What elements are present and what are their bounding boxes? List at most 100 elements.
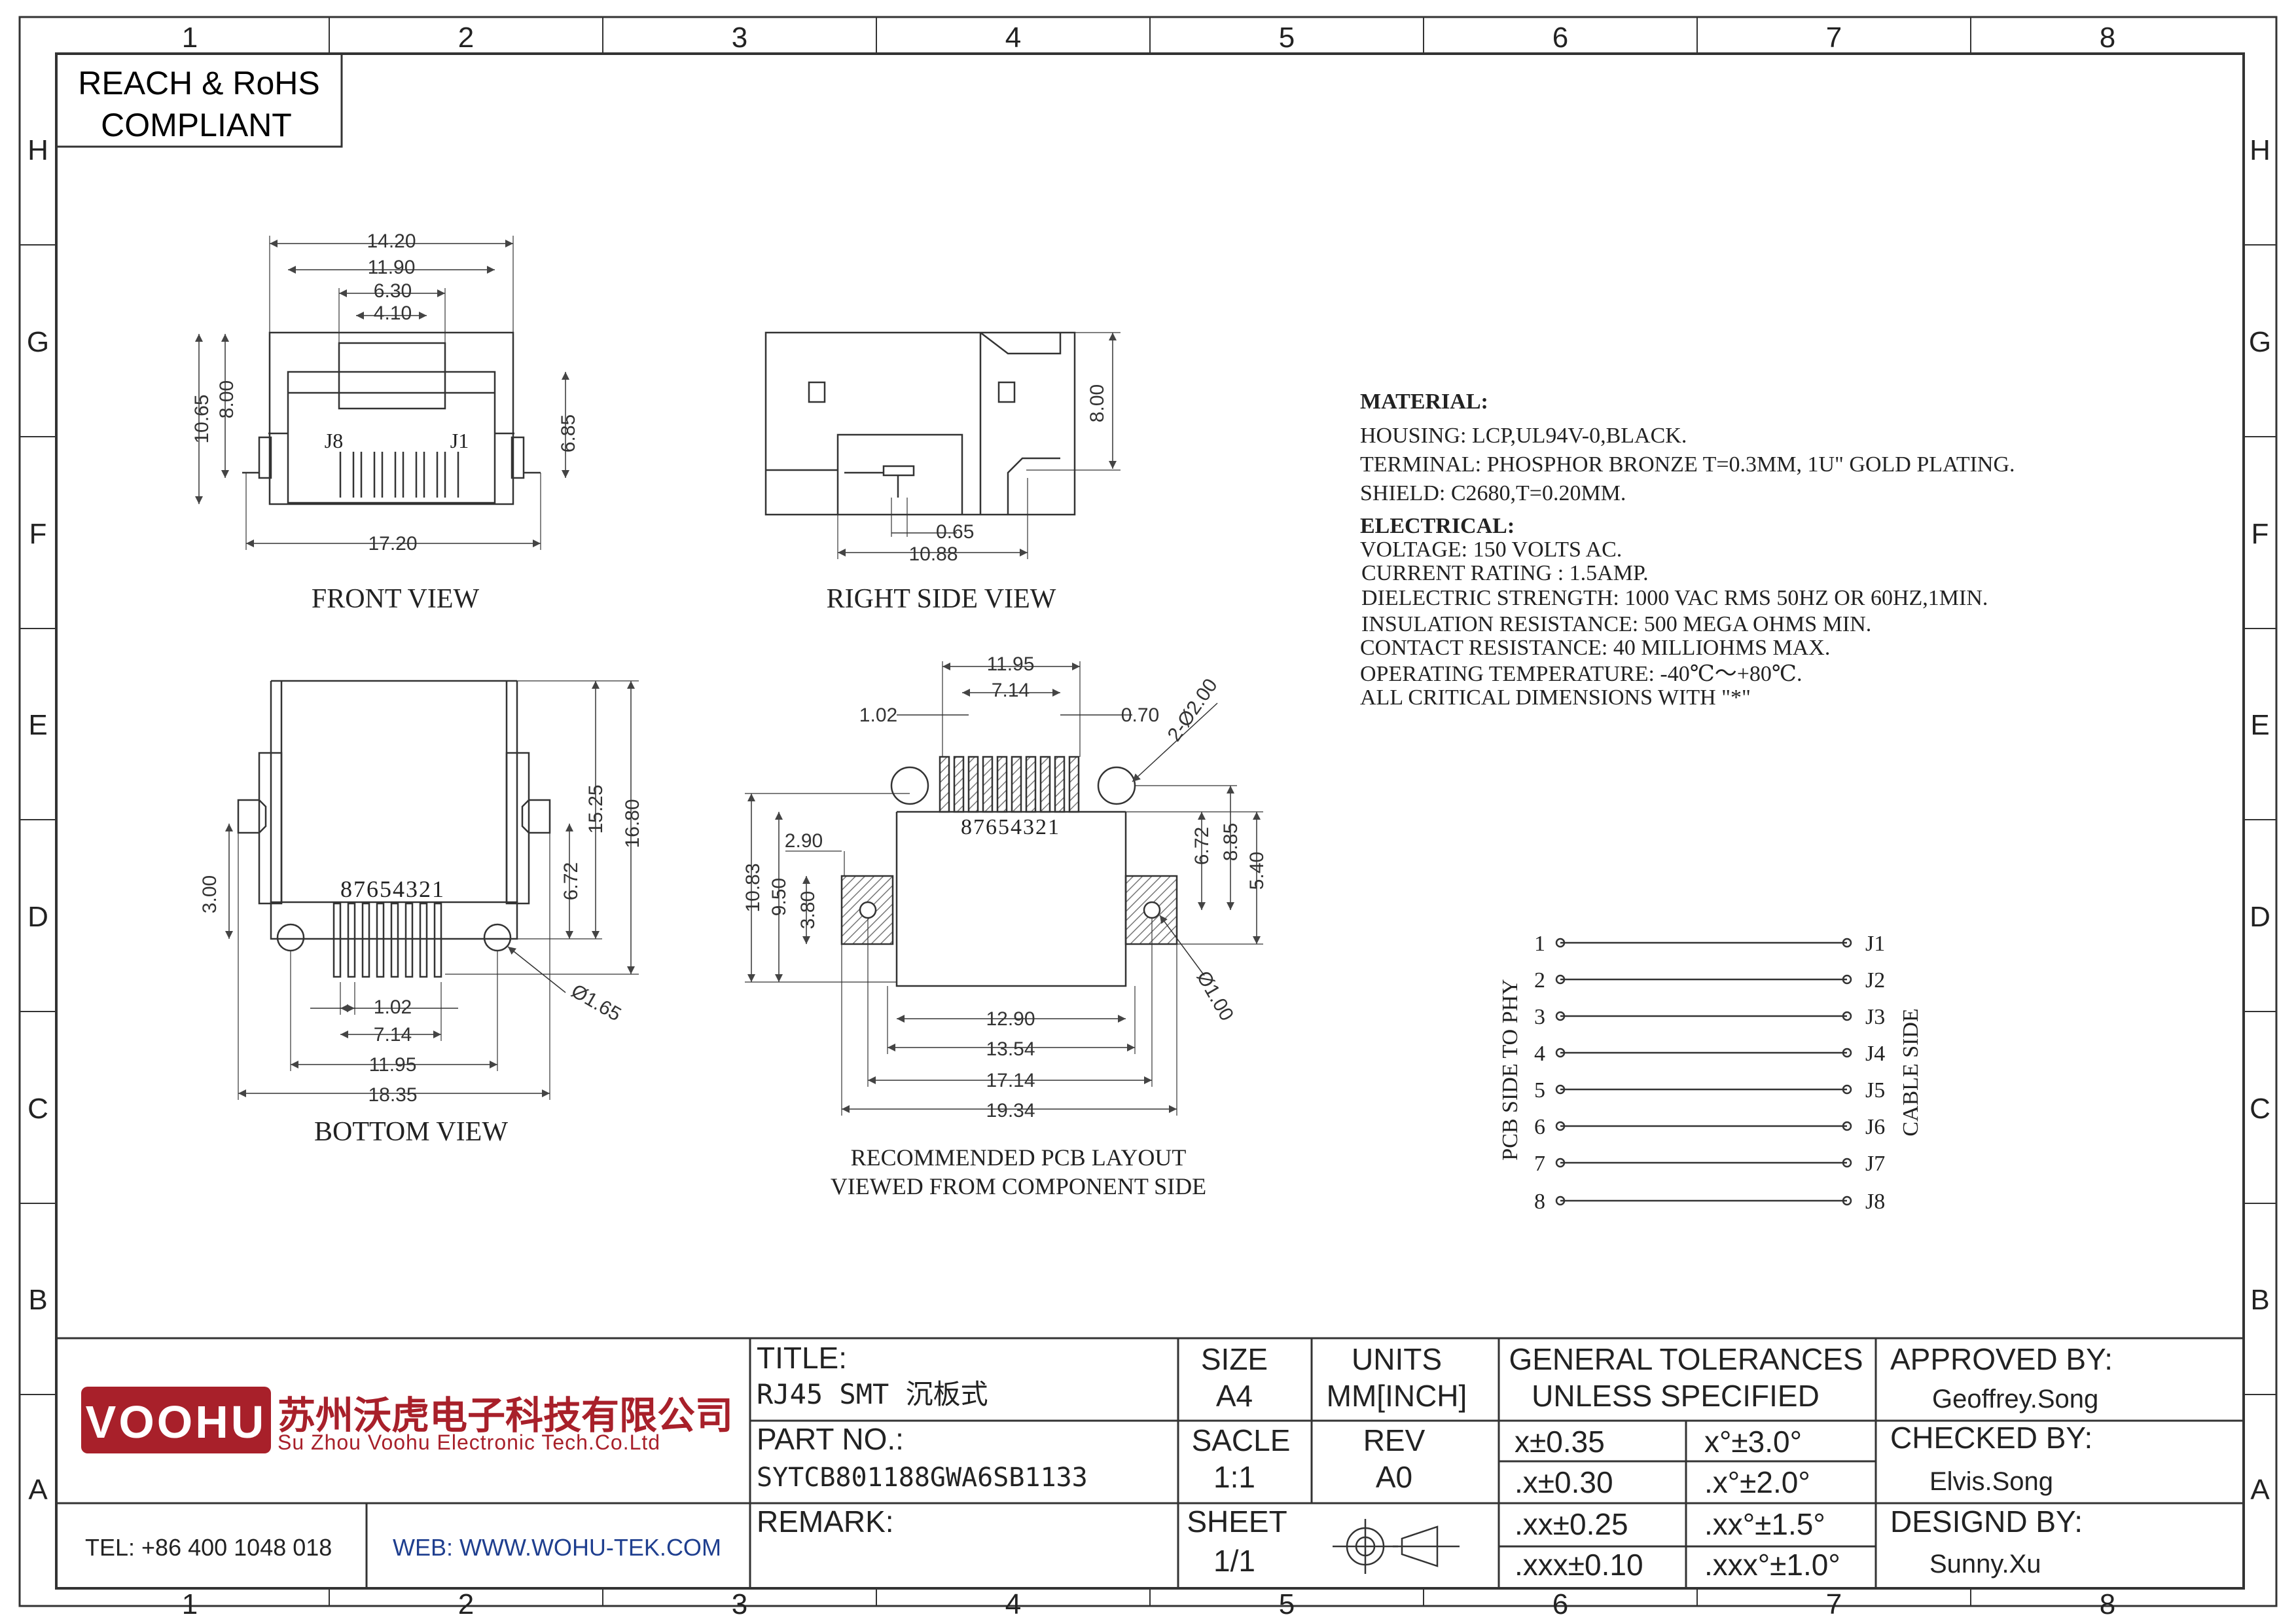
right-side-view-title: RIGHT SIDE VIEW — [827, 584, 1056, 614]
title-value: RJ45 SMT 沉板式 — [757, 1378, 988, 1410]
scale-value: 1:1 — [1213, 1460, 1255, 1494]
bottom-view — [225, 680, 639, 1100]
pcb-dim-380: 3.80 — [797, 891, 819, 929]
size-label: SIZE — [1201, 1342, 1268, 1376]
specifications: MATERIAL: HOUSING: LCP,UL94V-0,BLACK. TE… — [1360, 390, 2015, 710]
zone-row-f-right: F — [2251, 518, 2269, 550]
front-dim-685: 6.85 — [558, 414, 579, 452]
zone-row-g-left: G — [27, 326, 49, 358]
bottom-pins — [332, 902, 442, 978]
scale-label: SACLE — [1192, 1423, 1291, 1457]
tolerance-linear-0: x±0.35 — [1515, 1425, 1605, 1459]
sheet-label: SHEET — [1187, 1504, 1287, 1539]
zone-row-a-left: A — [28, 1474, 48, 1506]
schematic-pin-j5: J5 — [1865, 1078, 1885, 1103]
front-dim-1065: 10.65 — [191, 394, 213, 443]
units-label: UNITS — [1352, 1342, 1442, 1376]
zone-row-e-right: E — [2250, 709, 2269, 741]
pcb-dim-1934: 19.34 — [986, 1100, 1035, 1122]
checked-value: Elvis.Song — [1929, 1467, 2053, 1496]
bottom-dim-300: 3.00 — [199, 875, 221, 913]
compliance-line-2: COMPLIANT — [101, 107, 292, 143]
company-name-cn: 苏州沃虎电子科技有限公司 — [278, 1395, 733, 1437]
tolerance-linear-3: .xxx±0.10 — [1515, 1548, 1643, 1582]
front-dim-1190: 11.90 — [368, 257, 416, 278]
zone-row-g-right: G — [2249, 326, 2271, 358]
zone-row-b-right: B — [2250, 1284, 2269, 1316]
zone-row-c-right: C — [2250, 1093, 2270, 1125]
tolerance-angular-1: .x°±2.0° — [1704, 1465, 1810, 1499]
pcb-dim-1195: 11.95 — [987, 653, 1035, 675]
right-dim-1088: 10.88 — [908, 543, 958, 565]
zone-labels: 1 2 3 4 5 6 7 8 1 2 3 4 5 6 7 8 H G F E … — [27, 22, 2271, 1620]
bottom-dim-714: 7.14 — [374, 1024, 412, 1046]
pcb-dim-1354: 13.54 — [986, 1038, 1035, 1060]
pcb-signal-pads — [939, 756, 1080, 813]
pcb-title-line-2: VIEWED FROM COMPONENT SIDE — [831, 1173, 1206, 1199]
zone-row-a-right: A — [2250, 1474, 2270, 1506]
zone-col-1-bottom: 1 — [182, 1588, 198, 1620]
schematic-pin-5: 5 — [1534, 1078, 1545, 1103]
rev-label: REV — [1363, 1423, 1426, 1457]
pcb-dim-1290: 12.90 — [986, 1008, 1035, 1030]
bottom-view-dims: 15.25 16.80 6.72 3.00 1.02 7.14 11.95 18… — [199, 784, 643, 1106]
right-side-view — [764, 331, 1121, 559]
front-view — [195, 236, 569, 550]
schematic-pin-j1: J1 — [1865, 932, 1885, 956]
zone-col-4-top: 4 — [1005, 22, 1021, 54]
zone-ticks — [20, 17, 2276, 1606]
bottom-pin-numbers: 87654321 — [340, 876, 445, 902]
zone-row-c-left: C — [27, 1093, 48, 1125]
schematic-pin-j2: J2 — [1865, 968, 1885, 993]
pin-schematic — [1555, 938, 1852, 1206]
zone-col-8-bottom: 8 — [2100, 1588, 2115, 1620]
electrical-line-2: CURRENT RATING : 1.5AMP. — [1361, 561, 1649, 585]
front-contacts — [339, 452, 459, 498]
designed-value: Sunny.Xu — [1929, 1550, 2041, 1578]
schematic-left-label: PCB SIDE TO PHY — [1498, 979, 1522, 1160]
projection-symbol-icon — [1333, 1519, 1460, 1574]
pcb-dim-mount-holes: 2-Ø2.00 — [1164, 675, 1222, 746]
zone-row-b-left: B — [28, 1284, 47, 1316]
schematic-pin-j7: J7 — [1865, 1152, 1885, 1176]
zone-row-e-left: E — [28, 709, 47, 741]
schematic-pin-6: 6 — [1534, 1115, 1545, 1139]
material-heading: MATERIAL: — [1360, 390, 1488, 414]
pcb-dim-1714: 17.14 — [986, 1070, 1035, 1091]
zone-col-1-top: 1 — [182, 22, 198, 54]
units-value: MM[INCH] — [1327, 1379, 1467, 1413]
zone-row-f-left: F — [29, 518, 47, 550]
bottom-dim-hole: Ø1.65 — [567, 980, 624, 1025]
schematic-pin-j3: J3 — [1865, 1005, 1885, 1029]
pcb-dim-540: 5.40 — [1246, 852, 1268, 890]
electrical-line-5: CONTACT RESISTANCE: 40 MILLIOHMS MAX. — [1360, 636, 1830, 660]
rev-value: A0 — [1376, 1460, 1412, 1494]
bottom-dim-1680: 16.80 — [622, 799, 643, 848]
front-dim-630: 6.30 — [374, 280, 412, 302]
tolerances-heading-2: UNLESS SPECIFIED — [1532, 1379, 1820, 1413]
zone-col-6-top: 6 — [1552, 22, 1568, 54]
schematic-right-label: CABLE SIDE — [1899, 1008, 1923, 1137]
bottom-dim-1835: 18.35 — [368, 1084, 417, 1106]
contact-web[interactable]: WEB: WWW.WOHU-TEK.COM — [393, 1534, 721, 1561]
front-dim-1420: 14.20 — [367, 230, 416, 252]
approved-value: Geoffrey.Song — [1932, 1385, 2098, 1413]
bottom-dim-102: 1.02 — [374, 996, 412, 1018]
tolerances-heading-1: GENERAL TOLERANCES — [1509, 1342, 1863, 1376]
tolerance-angular-2: .xx°±1.5° — [1704, 1507, 1825, 1541]
zone-col-4-bottom: 4 — [1005, 1588, 1021, 1620]
right-dim-800: 8.00 — [1086, 384, 1108, 422]
right-dim-065: 0.65 — [936, 521, 974, 543]
schematic-pin-4: 4 — [1534, 1042, 1545, 1066]
material-line-2: TERMINAL: PHOSPHOR BRONZE T=0.3MM, 1U" G… — [1360, 452, 2015, 477]
pcb-dim-885: 8.85 — [1220, 823, 1242, 861]
pcb-dim-070: 0.70 — [1121, 704, 1159, 726]
zone-col-7-bottom: 7 — [1826, 1588, 1842, 1620]
company-name-en: Su Zhou Voohu Electronic Tech.Co.Ltd — [278, 1431, 660, 1454]
zone-col-2-top: 2 — [458, 22, 474, 54]
compliance-line-1: REACH & RoHS — [78, 65, 320, 101]
zone-col-2-bottom: 2 — [458, 1588, 474, 1620]
material-line-1: HOUSING: LCP,UL94V-0,BLACK. — [1360, 424, 1687, 448]
pcb-layout-dims: 11.95 7.14 1.02 0.70 2-Ø2.00 10.83 9.50 … — [742, 653, 1268, 1122]
